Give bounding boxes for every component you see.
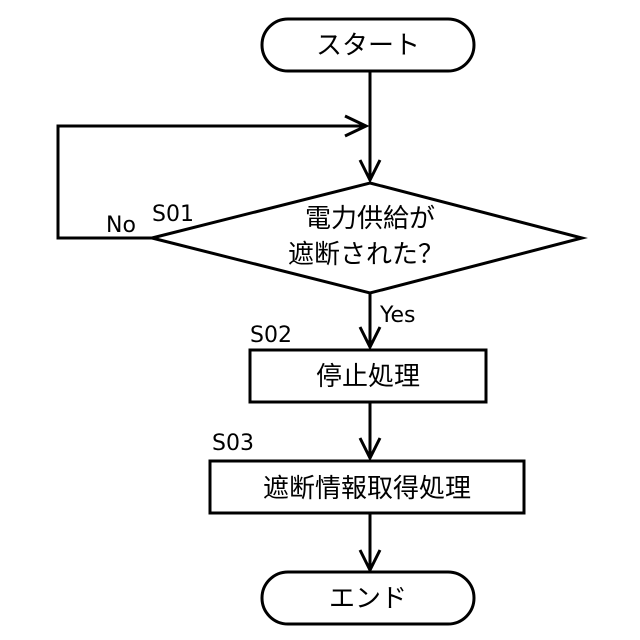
step-label-s01: S01 [152, 202, 194, 227]
info-process-label: 遮断情報取得処理 [263, 474, 471, 504]
decision-line1: 電力供給が [305, 204, 435, 234]
step-label-s03: S03 [212, 431, 254, 456]
decision-diamond [152, 183, 582, 293]
branch-label-no: No [106, 213, 136, 238]
start-label: スタート [316, 31, 420, 61]
end-label: エンド [329, 584, 407, 614]
stop-process-label: 停止処理 [316, 362, 420, 392]
branch-label-yes: Yes [379, 303, 416, 328]
decision-line2: 遮断された？ [288, 240, 444, 270]
step-label-s02: S02 [250, 323, 292, 348]
